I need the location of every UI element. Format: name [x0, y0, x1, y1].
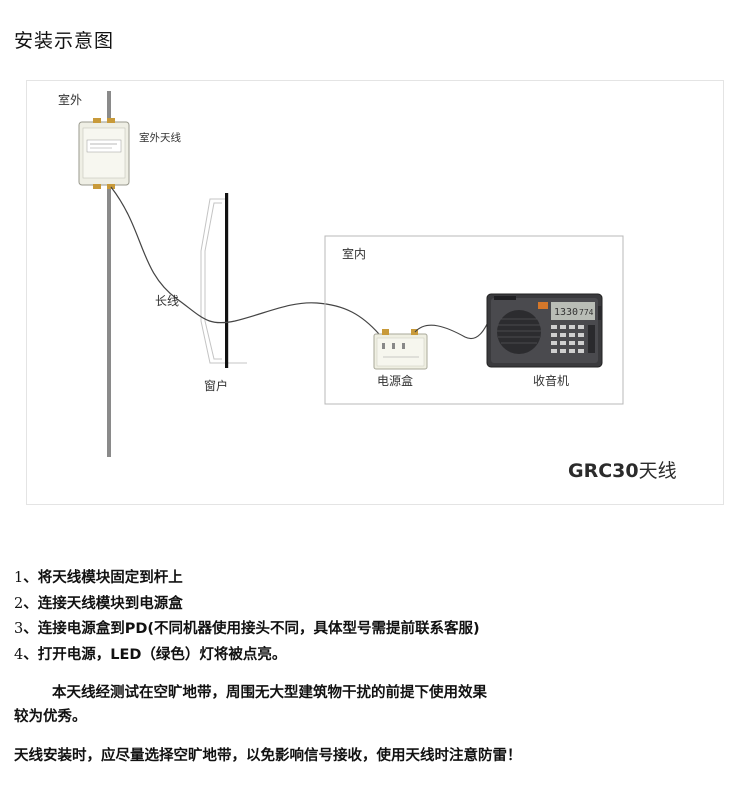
step-1: 1、将天线模块固定到杆上 — [14, 566, 480, 592]
brand-label: GRC30天线 — [568, 456, 677, 483]
power-box-device — [373, 329, 428, 370]
brand-suffix: 天线 — [638, 460, 677, 482]
outdoor-antenna-module — [78, 118, 130, 189]
brand-model: GRC30 — [568, 460, 639, 482]
step-3: 3、连接电源盒到PD(不同机器使用接头不同，具体型号需提前联系客服) — [14, 617, 480, 643]
safety-warning: 天线安装时，应尽量选择空旷地带，以免影响信号接收，使用天线时注意防雷！ — [14, 748, 522, 764]
step-text: 、连接天线模块到电源盒 — [23, 595, 183, 612]
step-number: 1 — [14, 570, 24, 586]
diagram-graphics: 1330 774 — [78, 91, 624, 457]
label-outdoor: 室外 — [58, 93, 83, 107]
label-radio: 收音机 — [533, 374, 570, 388]
step-number: 2 — [14, 595, 24, 612]
radio-device — [486, 293, 603, 368]
performance-note: 本天线经测试在空旷地带，周围无大型建筑物干扰的前提下使用效果较为优秀。 — [14, 681, 714, 729]
radio-display-right: 774 — [579, 308, 594, 317]
radio-display-left: 1330 — [554, 307, 578, 318]
antenna-cable — [110, 186, 380, 335]
window-frame — [200, 198, 247, 364]
installation-steps: 1、将天线模块固定到杆上 2、连接天线模块到电源盒 3、连接电源盒到PD(不同机… — [14, 566, 480, 668]
window-glass — [225, 193, 229, 368]
radio-cable — [414, 312, 493, 339]
step-number: 4 — [14, 646, 24, 663]
step-text: 、打开电源，LED（绿色）灯将被点亮。 — [23, 646, 287, 663]
indoor-area-outline — [324, 235, 624, 405]
label-window: 窗户 — [204, 379, 229, 393]
label-indoor: 室内 — [342, 247, 367, 261]
page-title: 安装示意图 — [14, 30, 115, 52]
label-power-box: 电源盒 — [377, 374, 414, 388]
step-number: 3 — [14, 621, 24, 637]
step-text: 、连接电源盒到PD(不同机器使用接头不同，具体型号需提前联系客服) — [23, 621, 480, 637]
note-line-1: 本天线经测试在空旷地带，周围无大型建筑物干扰的前提下使用效果 — [52, 685, 487, 701]
note-line-2: 较为优秀。 — [14, 709, 87, 725]
label-outdoor-antenna: 室外天线 — [139, 132, 181, 144]
step-text: 、将天线模块固定到杆上 — [23, 570, 183, 586]
installation-diagram: 1330 774 室外 室外天线 长线 窗户 室内 电源盒 收音机 GRC30天… — [26, 80, 724, 505]
step-4: 4、打开电源，LED（绿色）灯将被点亮。 — [14, 643, 480, 669]
step-2: 2、连接天线模块到电源盒 — [14, 592, 480, 618]
label-cable: 长线 — [155, 294, 180, 308]
antenna-pole — [107, 91, 111, 457]
